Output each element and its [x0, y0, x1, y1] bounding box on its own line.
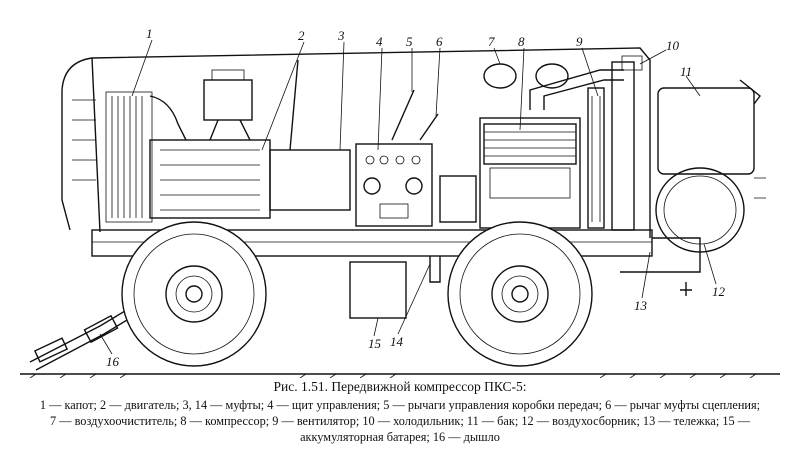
legend-line-2: 7 — воздухоочиститель; 8 — компрессор; 9…	[49, 414, 750, 428]
label-5: 5	[406, 34, 413, 49]
ground	[20, 373, 780, 378]
tank	[657, 79, 761, 175]
label-10: 10	[666, 38, 680, 53]
label-7: 7	[488, 34, 495, 49]
control-panel	[355, 89, 439, 227]
label-13: 13	[634, 298, 648, 313]
label-12: 12	[712, 284, 726, 299]
label-1: 1	[146, 26, 153, 41]
wheel-front	[121, 221, 267, 367]
label-3: 3	[337, 28, 345, 43]
part-labels: 1 2 3 4 5 6 7 8 9 10 11 12 13 14 15 16	[106, 26, 726, 369]
label-14: 14	[390, 334, 404, 349]
label-9: 9	[576, 34, 583, 49]
engine	[149, 59, 351, 219]
caption-title: Рис. 1.51. Передвижной компрессор ПКС-5:	[273, 379, 527, 394]
radiator	[611, 55, 643, 231]
label-2: 2	[298, 28, 305, 43]
label-15: 15	[368, 336, 382, 351]
label-11: 11	[680, 64, 692, 79]
label-8: 8	[518, 34, 525, 49]
leader-lines	[99, 39, 717, 355]
label-4: 4	[376, 34, 383, 49]
label-6: 6	[436, 34, 443, 49]
caption-legend: 1 — капот; 2 — двигатель; 3, 14 — муфты;…	[0, 397, 800, 445]
air-receiver	[655, 167, 766, 296]
fan	[587, 87, 605, 229]
hood	[61, 47, 651, 238]
wheel-rear	[447, 221, 593, 367]
compressor-diagram: 1 2 3 4 5 6 7 8 9 10 11 12 13 14 15 16	[20, 26, 780, 378]
legend-line-3: аккумуляторная батарея; 16 — дышло	[300, 430, 500, 444]
legend-line-1: 1 — капот; 2 — двигатель; 3, 14 — муфты;…	[39, 398, 761, 412]
label-16: 16	[106, 354, 120, 369]
